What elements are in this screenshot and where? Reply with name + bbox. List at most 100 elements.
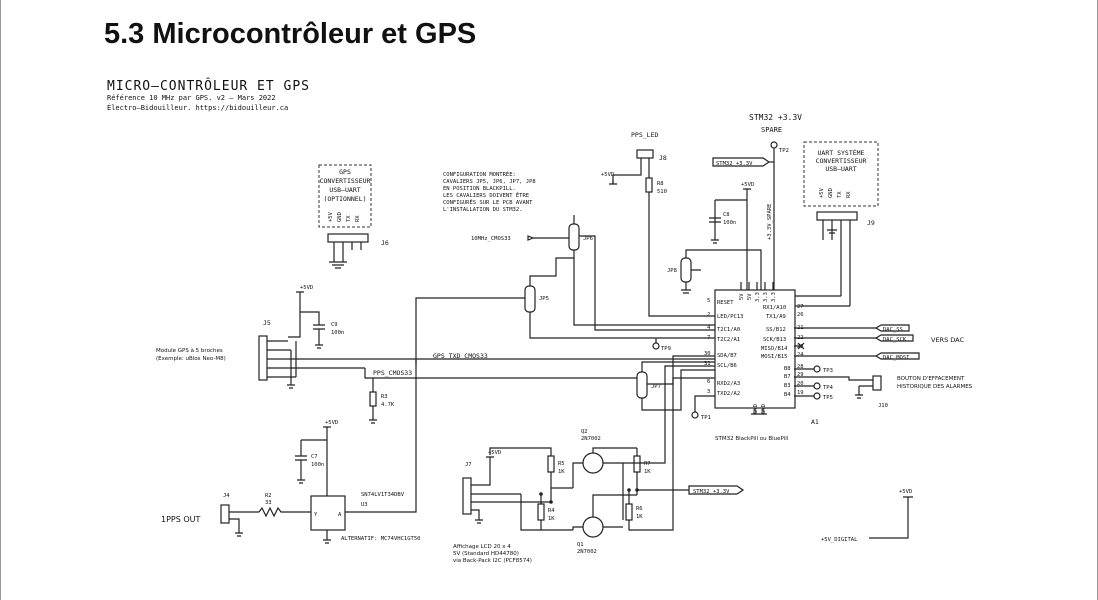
- pin-top-2: 3.3: [755, 292, 761, 302]
- reset-button-line-2: HISTORIQUE DES ALARMES: [897, 384, 973, 390]
- u3-part: SN74LV1T34DBV: [361, 492, 405, 498]
- uart-note-2: CONVERTISSEUR: [816, 157, 867, 165]
- net-gps-txd-label: GPS_TXD_CMOS33: [433, 352, 488, 360]
- pin-left-num-3: 7: [707, 335, 710, 341]
- j4-label: J4: [223, 493, 230, 499]
- r6-label: R6: [636, 506, 643, 512]
- r7-value: 1K: [644, 469, 651, 475]
- gps-note-line-1: GPS: [339, 168, 351, 176]
- r2-resistor: [258, 506, 311, 518]
- pin-top-1: 5V: [747, 293, 753, 300]
- pin-right-num-9: 19: [797, 390, 804, 396]
- pin-right-1: TX1/A9: [766, 314, 786, 320]
- j5-connector: [258, 335, 268, 381]
- pin-right-3: SCK/B13: [763, 337, 786, 343]
- c8-value: 100n: [723, 220, 736, 226]
- pin-right-num-6: 28: [797, 364, 804, 370]
- j9-label: J9: [867, 219, 875, 227]
- pin-left-num-4: 30: [704, 351, 711, 357]
- pin-top-0: 5V: [739, 293, 745, 300]
- dac-sck-flag: [874, 334, 914, 342]
- gps-module-label: Module GPS à 5 broches: [156, 347, 223, 354]
- pin-left-1: LED/PC13: [717, 314, 744, 320]
- j4-connector: [220, 504, 230, 524]
- spare-label: SPARE: [761, 126, 782, 134]
- tp5-testpoint: [813, 392, 821, 400]
- u3-buffer-ic: [310, 495, 346, 531]
- uart-note-1: UART SYSTÈME: [818, 148, 865, 157]
- jp5-jumper: [524, 285, 536, 313]
- uart-system-note-box: [803, 141, 879, 207]
- j5-label: J5: [263, 319, 271, 327]
- pin-left-num-6: 6: [707, 379, 710, 385]
- uart-note-3: USB–UART: [825, 165, 856, 173]
- uart-pin-tx: TX: [837, 191, 843, 198]
- r5-label: R5: [558, 461, 565, 467]
- uart-pin-5v: +5V: [819, 187, 825, 198]
- pin-right-4: MISO/B14: [761, 346, 788, 352]
- q2-label: Q2: [581, 429, 588, 435]
- r6-resistor: [625, 503, 633, 521]
- net-10mhz-label: 10MHz_CMOS33: [471, 236, 511, 242]
- pin-left-num-7: 3: [707, 389, 710, 395]
- pin-right-8: B3: [784, 383, 791, 389]
- c9-value: 100n: [331, 330, 344, 336]
- jp6-label: JP6: [583, 236, 593, 242]
- v5-flag-j7: +5VD: [488, 450, 501, 456]
- schematic-title: MICRO–CONTRÔLEUR ET GPS: [107, 78, 310, 94]
- v5-flag-c8: +5VD: [741, 182, 754, 188]
- config-note-6: L'INSTALLATION DU STM32.: [443, 207, 522, 213]
- r4-value: 1K: [548, 516, 555, 522]
- dac-mosi-label: DAC_MOSI: [883, 355, 910, 361]
- j8-connector: [636, 149, 654, 159]
- j10-label: J10: [878, 403, 888, 409]
- jp8-label: JP8: [667, 268, 677, 274]
- j6-label: J6: [381, 239, 389, 247]
- pin-left-num-1: 2: [707, 312, 710, 318]
- c9-label: C9: [331, 322, 338, 328]
- svg-text:Y: Y: [314, 512, 318, 518]
- pin-right-num-1: 26: [797, 312, 804, 318]
- jp6-jumper: [568, 223, 580, 251]
- config-note-5: CONFIGURÉS SUR LE PCB AVANT: [443, 198, 533, 206]
- a1-description: STM32 BlackPill ou BluePill: [715, 436, 789, 442]
- uart-pin-rx: RX: [846, 191, 852, 198]
- tp5-label: TP5: [823, 395, 833, 401]
- lcd-note-2: 5V (Standard HD44780): [453, 551, 519, 557]
- tp1-testpoint: [691, 411, 699, 419]
- r8-resistor: [645, 177, 653, 193]
- r4-resistor: [537, 503, 545, 521]
- dac-ss-flag: [874, 324, 910, 332]
- pin-right-5: MOSI/B15: [761, 354, 788, 360]
- stm32-33v-flag-lcd: [688, 485, 745, 495]
- pin-left-4: SDA/B7: [717, 353, 737, 359]
- pin-right-0: RX1/A10: [763, 305, 786, 311]
- j6-connector: [327, 233, 369, 243]
- pin-right-2: SS/B12: [766, 327, 786, 333]
- net-pps-label: PPS_CMOS33: [373, 369, 412, 377]
- v5-flag-u3: +5VD: [325, 420, 338, 426]
- q2-mosfet: [582, 452, 604, 474]
- r8-label: R8: [657, 181, 664, 187]
- r5-resistor: [547, 455, 555, 473]
- tp3-label: TP3: [823, 368, 833, 374]
- pps-led-label: PPS_LED: [631, 131, 658, 139]
- pin-left-5: SCL/B6: [717, 363, 737, 369]
- q2-part: 2N7002: [581, 436, 601, 442]
- pin-left-0: RESET: [717, 300, 734, 306]
- vers-dac-label: VERS DAC: [931, 336, 964, 344]
- schematic-author: Électro–Bidouilleur. https://bidouilleur…: [107, 103, 288, 112]
- pin-right-num-8: 20: [797, 381, 804, 387]
- stm32-left-pins: RESET LED/PC13 T2C1/A0 T2C2/A1 SDA/B7 SC…: [704, 298, 744, 397]
- pin-bottom-1: GND: [761, 404, 767, 414]
- reset-button-line-1: BOUTON D'EFFACEMENT: [897, 376, 965, 382]
- tp9-label: TP9: [661, 346, 671, 352]
- j9-connector: [816, 211, 858, 221]
- pin-left-num-2: 4: [707, 325, 711, 331]
- r7-resistor: [633, 455, 641, 473]
- pin-left-num-0: 5: [707, 298, 710, 304]
- tp3-testpoint: [813, 365, 821, 373]
- c8-label: C8: [723, 212, 730, 218]
- r2-value: 33: [265, 500, 272, 506]
